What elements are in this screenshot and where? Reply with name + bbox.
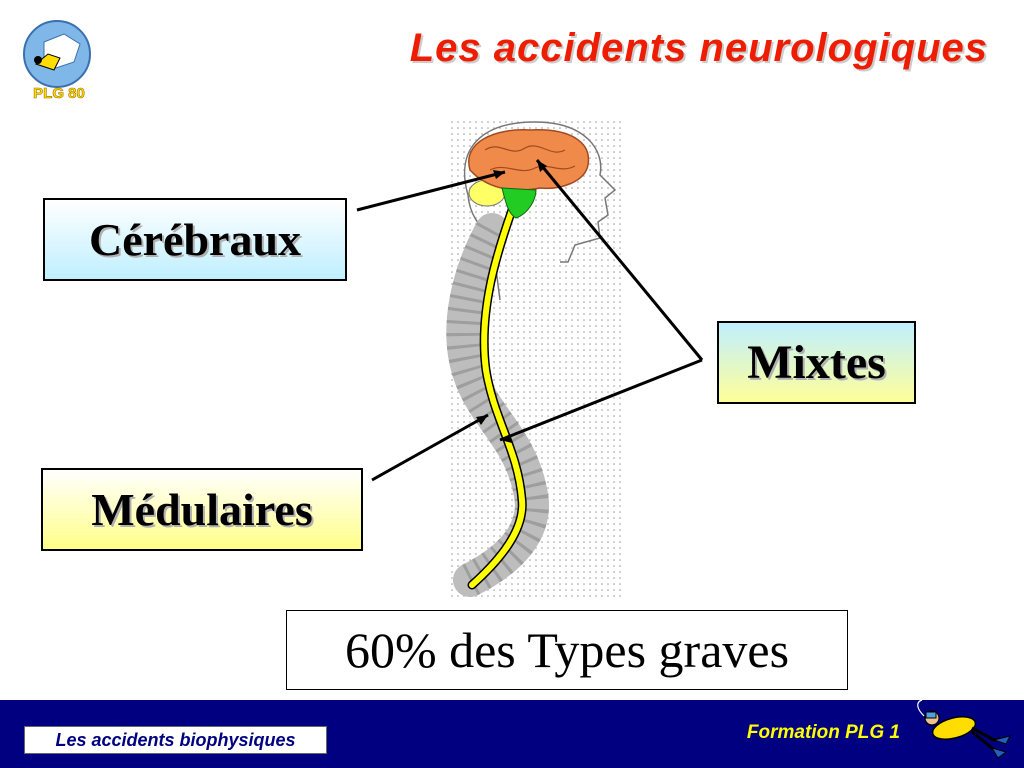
label-cerebraux: Cérébraux bbox=[43, 198, 347, 281]
label-mixtes: Mixtes bbox=[717, 321, 916, 404]
slide-title: Les accidents neurologiques bbox=[409, 26, 988, 70]
label-medulaires: Médulaires bbox=[41, 468, 363, 551]
plg-logo: PLG 80 bbox=[23, 20, 91, 102]
logo-text: PLG 80 bbox=[33, 85, 85, 102]
footer-course-label: Formation PLG 1 bbox=[746, 722, 900, 743]
statistic-box: 60% des Types graves bbox=[286, 610, 848, 690]
brain bbox=[468, 129, 590, 191]
footer-section-label: Les accidents biophysiques bbox=[24, 726, 327, 754]
nervous-system-illustration bbox=[356, 120, 704, 598]
brainstem bbox=[501, 187, 537, 219]
connector-cerebraux bbox=[356, 170, 506, 212]
diver-icon bbox=[917, 699, 1011, 759]
connector-medulaires bbox=[371, 413, 489, 482]
connector-mixtes-spine bbox=[499, 358, 703, 442]
connector-mixtes-brain bbox=[535, 159, 704, 361]
